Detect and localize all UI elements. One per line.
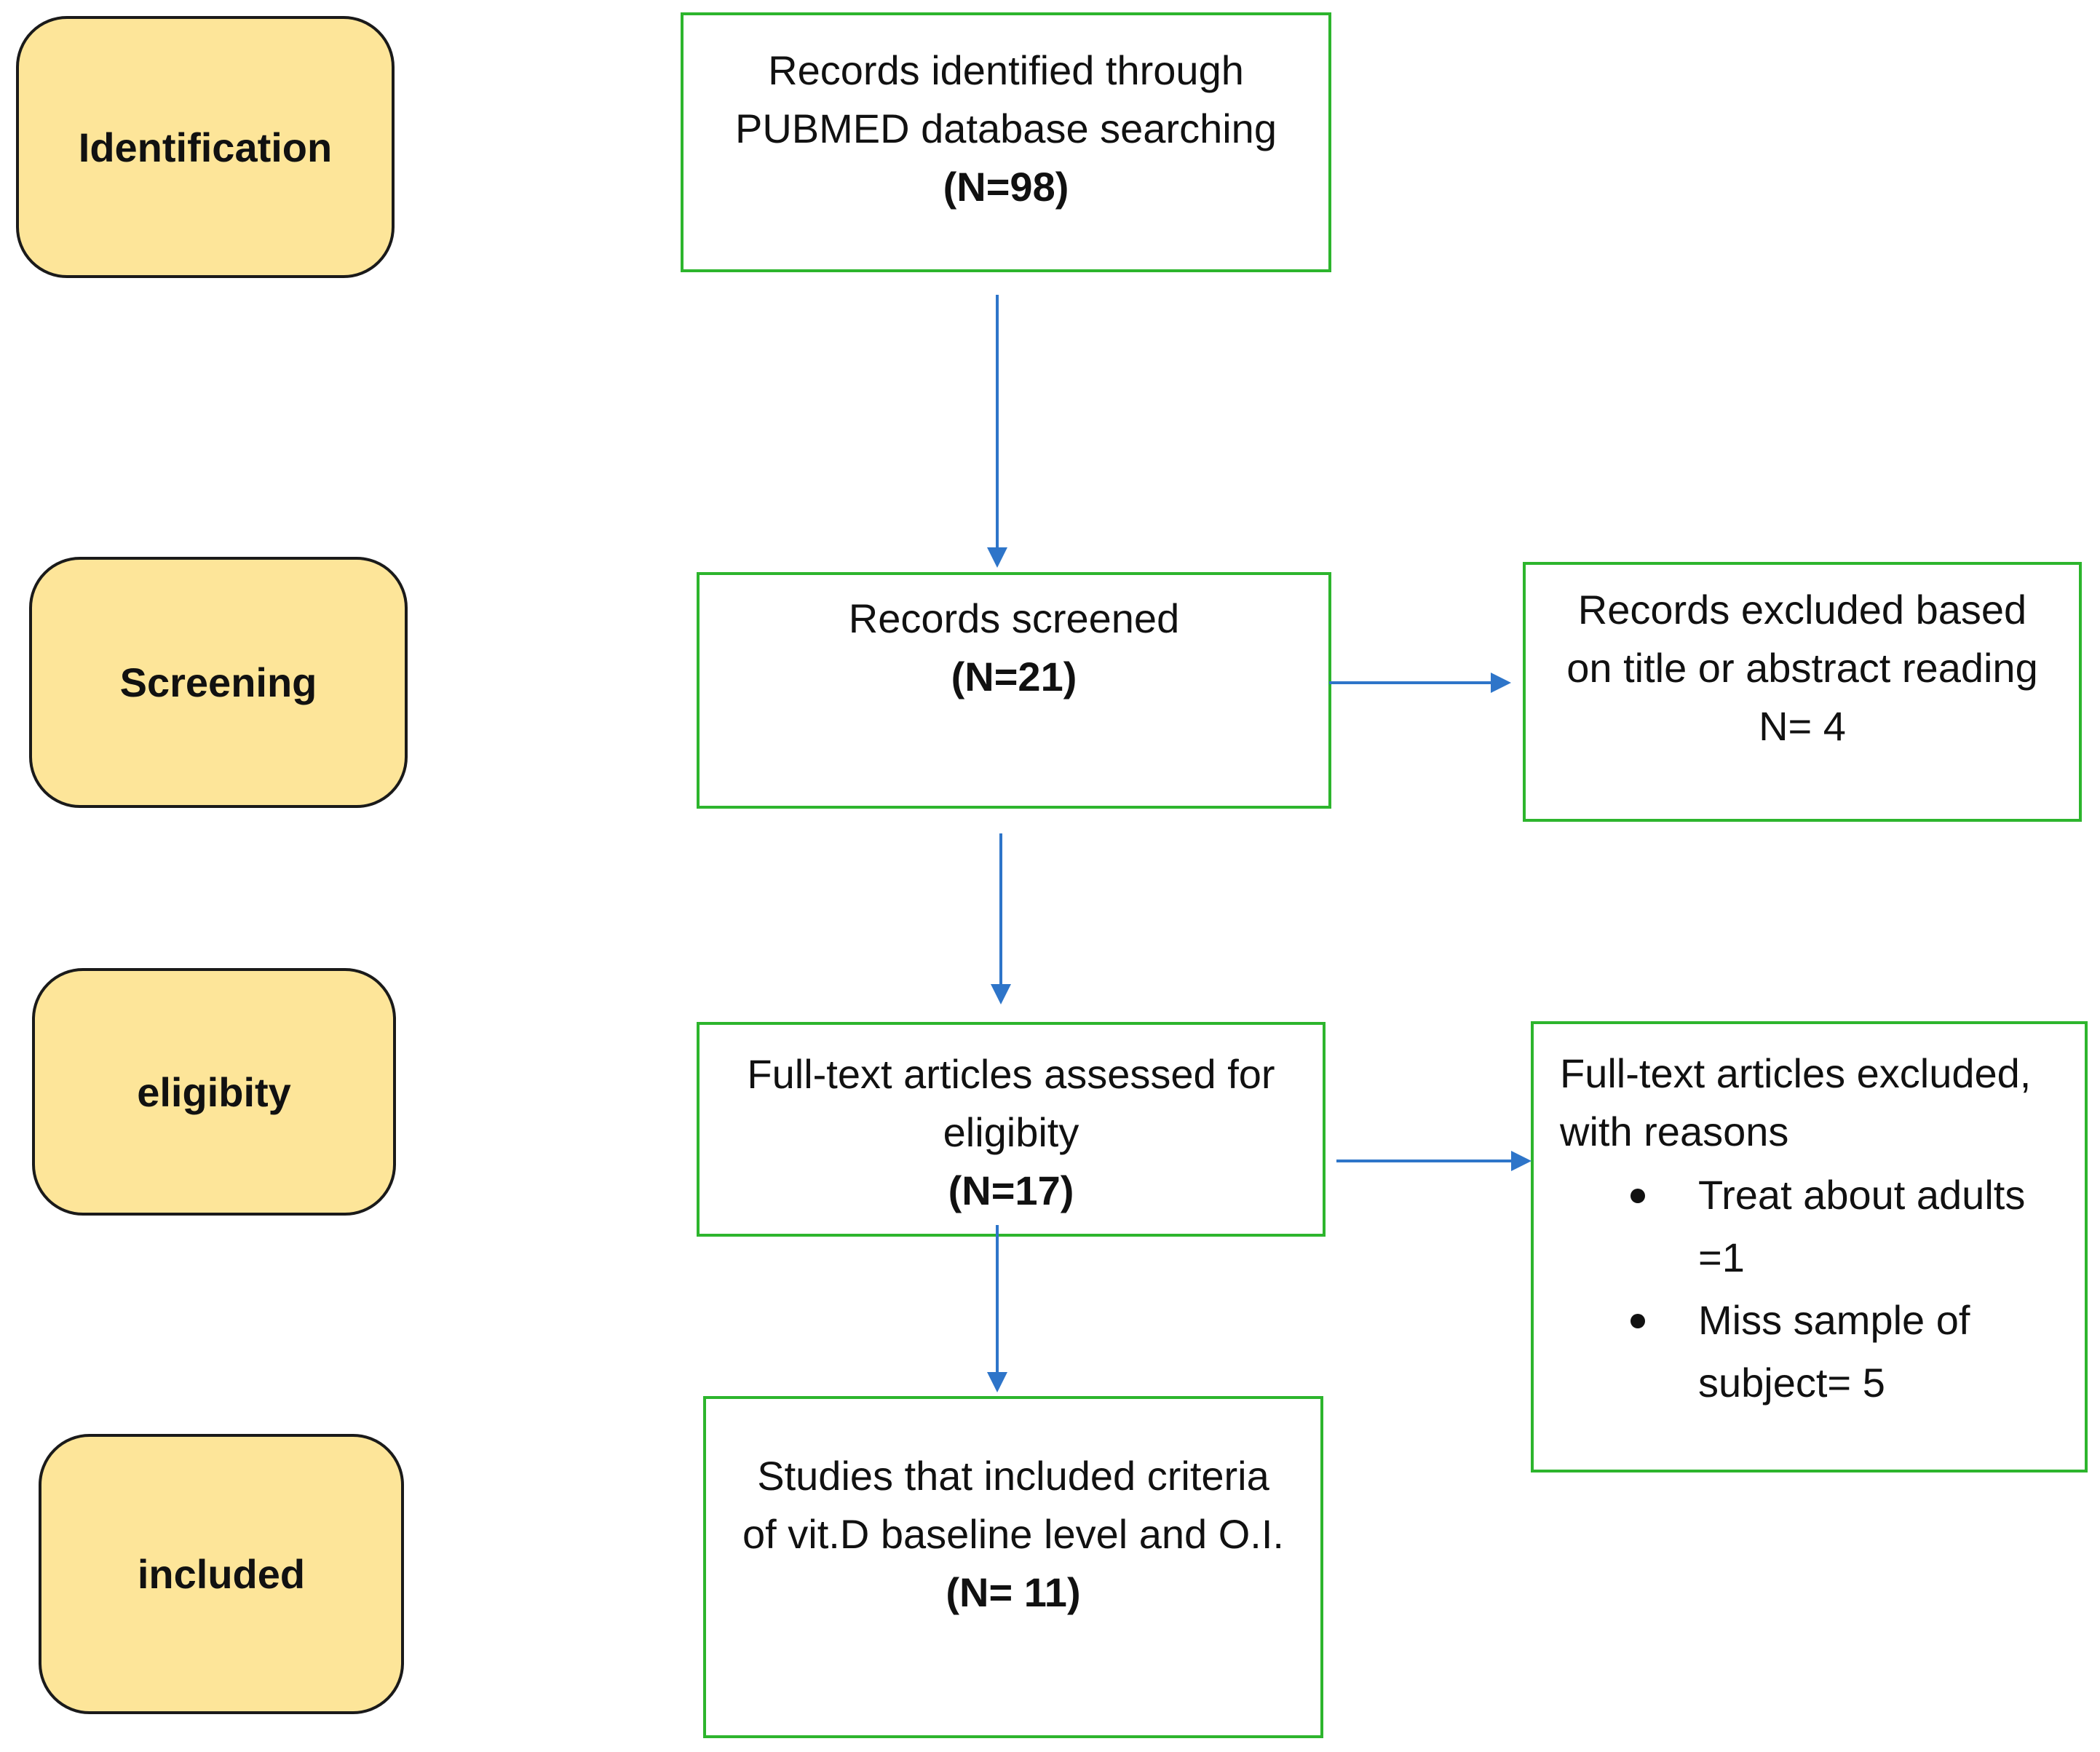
box-fulltext-excluded-line-2: with reasons: [1560, 1109, 1789, 1154]
box-fulltext-count: (N=17): [948, 1168, 1074, 1213]
box-included-line-2: of vit.D baseline level and O.I.: [742, 1511, 1284, 1557]
reason-item: Treat about adults =1: [1560, 1164, 2085, 1289]
box-records-identified: Records identified through PUBMED databa…: [681, 12, 1331, 272]
box-records-excluded: Records excluded based on title or abstr…: [1523, 562, 2082, 822]
box-identified-line-1: Records identified through: [768, 47, 1244, 93]
box-fulltext-line-1: Full-text articles assessed for: [747, 1051, 1275, 1097]
box-excluded-line-2: on title or abstract reading: [1566, 645, 2038, 691]
box-identified-count: (N=98): [943, 164, 1069, 210]
bullet-icon: [1631, 1189, 1645, 1203]
box-excluded-line-1: Records excluded based: [1577, 587, 2027, 633]
box-fulltext-excluded: Full-text articles excluded, with reason…: [1531, 1021, 2088, 1472]
reason-1-line-1: Treat about adults: [1698, 1172, 2026, 1218]
arrowhead-down-icon: [991, 984, 1011, 1004]
stage-screening: Screening: [29, 557, 408, 808]
stage-eligibility: eligibity: [32, 968, 396, 1216]
box-fulltext-assessed: Full-text articles assessed for eligibit…: [697, 1022, 1326, 1237]
arrowhead-down-icon: [987, 1372, 1007, 1392]
box-fulltext-excluded-line-1: Full-text articles excluded,: [1560, 1050, 2032, 1096]
box-included-count: (N= 11): [946, 1569, 1081, 1615]
stage-identification: Identification: [16, 16, 395, 278]
bullet-icon: [1631, 1314, 1645, 1328]
box-records-screened: Records screened (N=21): [697, 572, 1331, 809]
stage-screening-label: Screening: [119, 659, 317, 705]
stage-included: included: [39, 1434, 404, 1714]
box-included-line-1: Studies that included criteria: [757, 1453, 1269, 1499]
box-included-studies: Studies that included criteria of vit.D …: [703, 1396, 1323, 1738]
arrowhead-right-icon: [1491, 673, 1511, 693]
box-screened-count: (N=21): [951, 654, 1077, 699]
reason-item: Miss sample of subject= 5: [1560, 1289, 2085, 1414]
stage-eligibility-label: eligibity: [137, 1069, 291, 1115]
stage-identification-label: Identification: [78, 124, 333, 170]
box-fulltext-line-2: eligibity: [943, 1109, 1079, 1155]
reason-1-line-2: =1: [1698, 1234, 1745, 1280]
arrowhead-down-icon: [987, 547, 1007, 568]
stage-included-label: included: [137, 1551, 306, 1597]
box-identified-line-2: PUBMED database searching: [735, 106, 1277, 151]
box-screened-line-1: Records screened: [848, 595, 1180, 641]
reason-2-line-1: Miss sample of: [1698, 1297, 1970, 1343]
box-excluded-count: N= 4: [1759, 703, 1846, 749]
arrowhead-right-icon: [1511, 1151, 1532, 1171]
reason-2-line-2: subject= 5: [1698, 1360, 1885, 1406]
